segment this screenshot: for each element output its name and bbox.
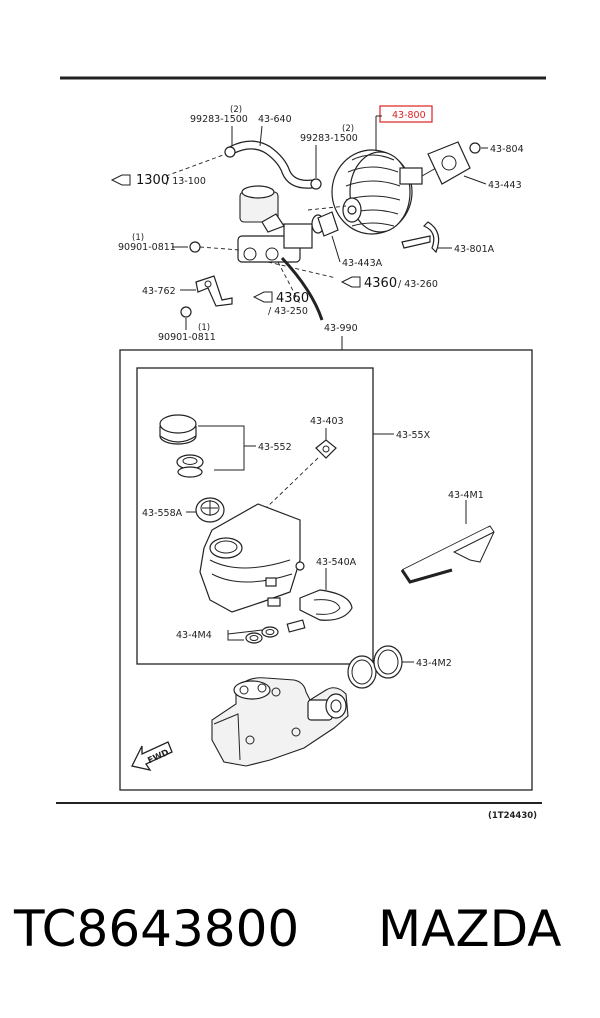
ref-3-sub: / 43-260 — [398, 279, 438, 290]
ref-arrow-1 — [110, 153, 227, 186]
reservoir-clip — [299, 589, 353, 621]
label-orings[interactable]: 43-4M2 — [416, 658, 452, 669]
ref-1-sub: / 13-100 — [166, 176, 206, 187]
label-strainer[interactable]: 43-558A — [142, 508, 183, 519]
label-nut-left[interactable]: 90901-0811 — [118, 242, 176, 253]
label-cap[interactable]: 43-552 — [258, 442, 292, 453]
gasket-right — [427, 141, 471, 185]
grommet — [315, 439, 337, 459]
figure-code: (1T24430) — [488, 811, 537, 821]
label-master-cylinder[interactable]: 43-990 — [324, 323, 358, 334]
label-hose-clip-right[interactable]: 99283-1500 — [300, 133, 358, 144]
label-grommet[interactable]: 43-403 — [310, 416, 344, 427]
label-hose-clip-top[interactable]: 99283-1500 — [190, 114, 248, 125]
ref-arrow-2 — [252, 291, 273, 303]
ref-3-main[interactable]: 4360 — [364, 276, 397, 291]
label-seals[interactable]: 43-4M4 — [176, 630, 212, 641]
strainer — [195, 497, 225, 523]
label-nut-right[interactable]: 43-804 — [490, 144, 524, 155]
master-cylinder-upper — [237, 185, 325, 263]
label-hose[interactable]: 43-640 — [258, 114, 292, 125]
reservoir — [199, 503, 305, 613]
small-pin — [286, 619, 306, 633]
ref-2-sub: / 43-250 — [268, 306, 308, 317]
gasket-lower — [317, 211, 339, 237]
booster-label-highlight — [379, 105, 433, 123]
label-nut-left-qty: (1) — [132, 233, 144, 243]
label-pin[interactable]: 43-4M1 — [448, 490, 484, 501]
label-clip[interactable]: 43-540A — [316, 557, 357, 568]
o-rings — [347, 645, 403, 689]
brake-booster — [331, 149, 437, 235]
nut-left — [189, 241, 201, 253]
nut-right — [469, 142, 481, 154]
label-nut-bottom[interactable]: 90901-0811 — [158, 332, 216, 343]
cap-seal — [176, 454, 204, 478]
bracket-right — [401, 221, 440, 254]
fwd-arrow-icon — [131, 741, 173, 771]
label-bracket-left[interactable]: 43-762 — [142, 286, 176, 297]
label-bracket-right[interactable]: 43-801A — [454, 244, 495, 255]
brand-name: MAZDA — [378, 900, 562, 958]
reservoir-seals — [245, 626, 279, 644]
nut-bottom — [180, 306, 192, 318]
label-hose-clip-right-qty: (2) — [342, 124, 354, 134]
label-gasket-lower[interactable]: 43-443A — [342, 258, 383, 269]
reservoir-cap — [159, 414, 197, 445]
ref-1-main[interactable]: 1300 — [136, 173, 169, 188]
ref-2-main[interactable]: 4360 — [276, 291, 309, 306]
label-hose-clip-top-qty: (2) — [230, 105, 242, 115]
label-reservoir-kit[interactable]: 43-55X — [396, 430, 431, 441]
master-cylinder-box — [119, 349, 533, 791]
ref-arrow-3 — [340, 276, 361, 288]
retaining-pin — [400, 525, 495, 584]
bracket-left — [195, 275, 233, 307]
master-cylinder-body — [211, 677, 349, 767]
part-number: TC8643800 — [14, 900, 300, 958]
vacuum-hose — [224, 140, 322, 190]
reservoir-kit-box — [136, 367, 374, 665]
label-booster[interactable]: 43-800 — [392, 110, 426, 121]
label-gasket-right[interactable]: 43-443 — [488, 180, 522, 191]
label-nut-bottom-qty: (1) — [198, 323, 210, 333]
